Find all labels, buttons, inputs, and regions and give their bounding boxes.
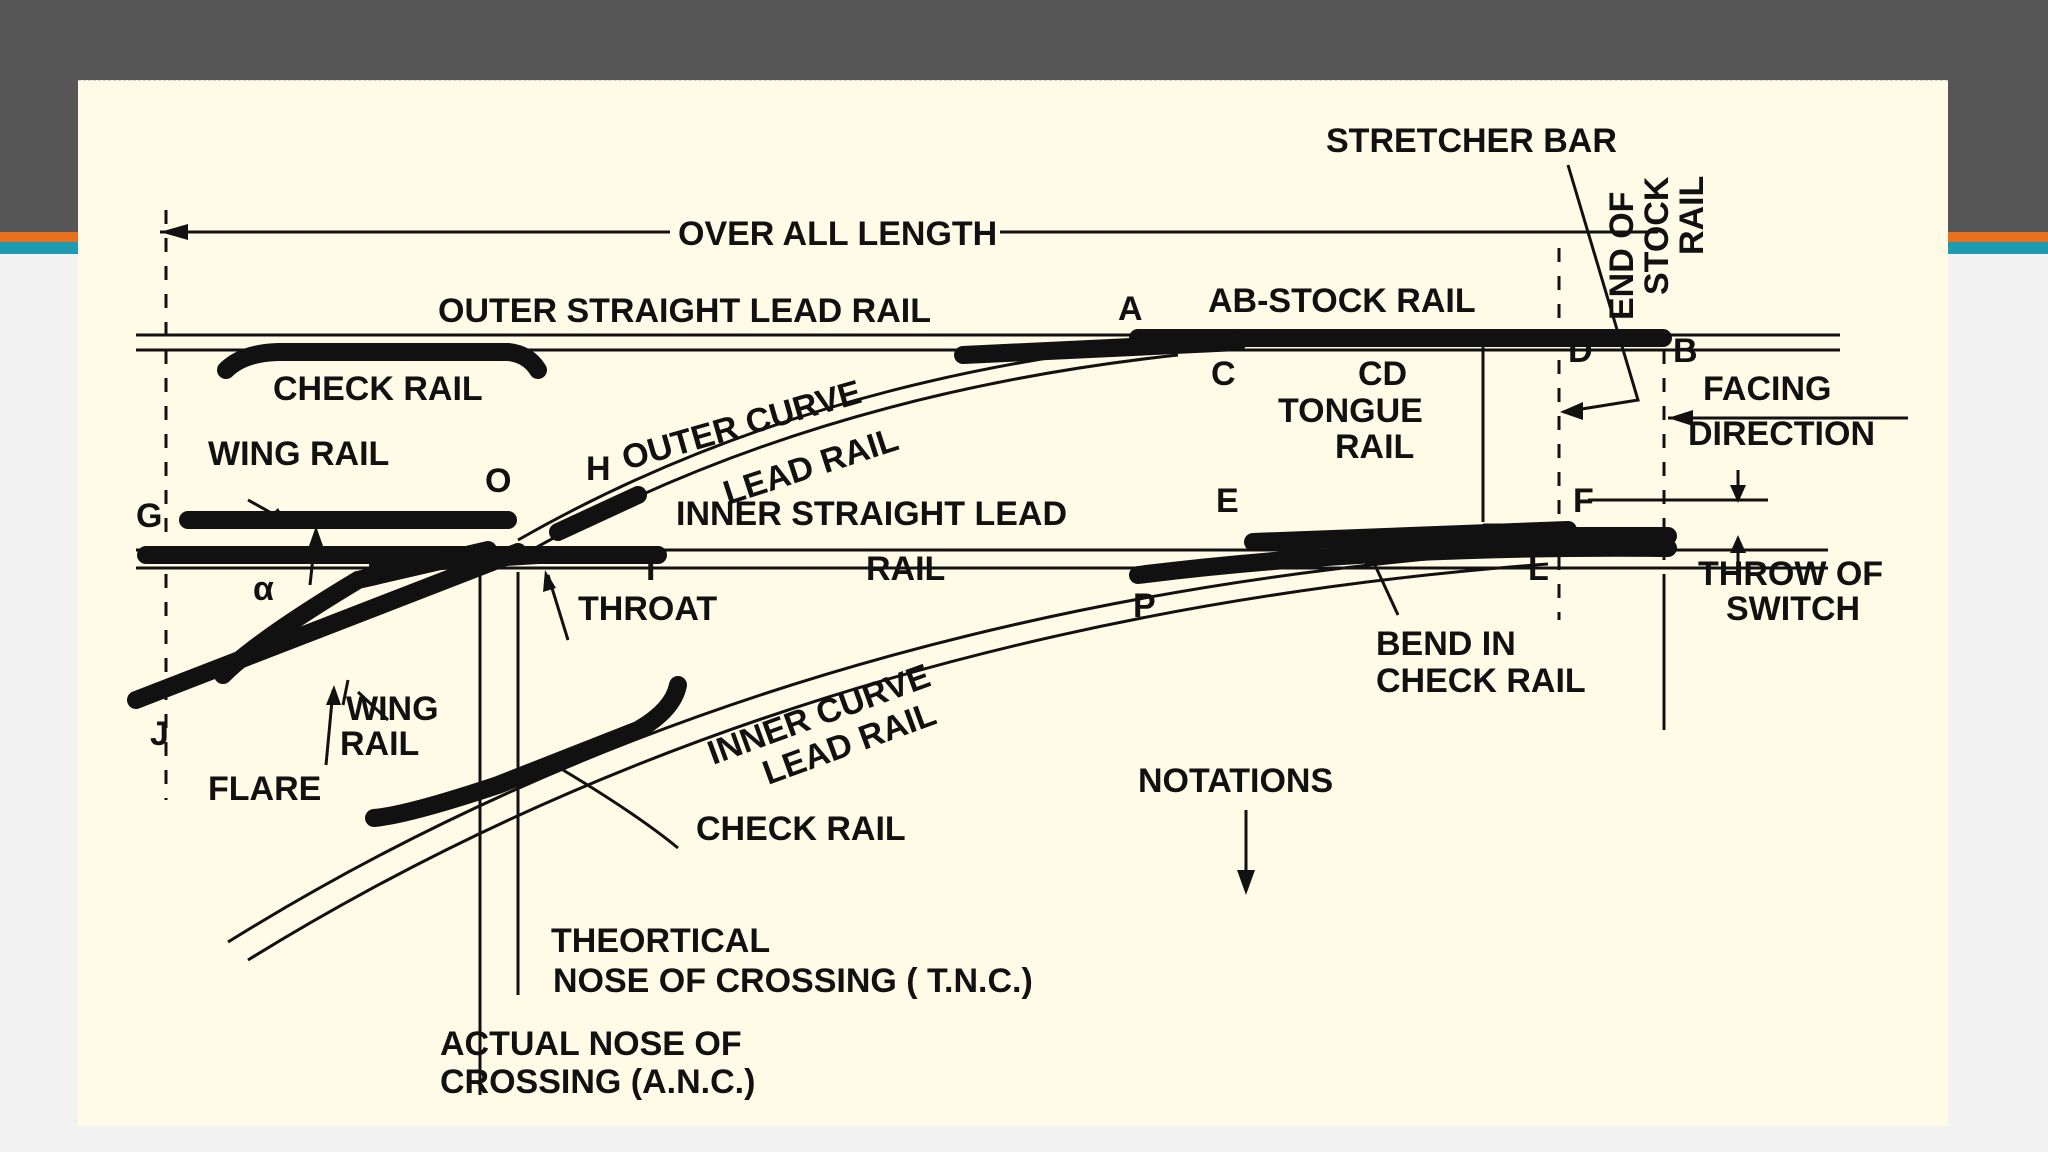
label-wing-rail-left: WING RAIL [208, 435, 389, 473]
label-point-d: D [1568, 332, 1593, 370]
label-cd: CD [1358, 355, 1407, 393]
label-switch: SWITCH [1726, 590, 1860, 628]
label-alpha: α [253, 570, 274, 608]
label-wing-rail: RAIL [340, 725, 419, 763]
label-facing: FACING [1703, 370, 1831, 408]
label-point-l: L [1528, 550, 1549, 588]
switch-verticals [1481, 248, 1768, 730]
label-anc: CROSSING (A.N.C.) [440, 1063, 755, 1101]
label-stock: STOCK [1638, 176, 1676, 295]
label-point-f: F [1573, 482, 1594, 520]
label-end-of: END OF [1603, 192, 1641, 320]
label-point-b: B [1673, 332, 1698, 370]
label-ab-stock-rail: AB-STOCK RAIL [1208, 282, 1476, 320]
check-rails [217, 343, 687, 827]
leader-lines [247, 498, 1400, 1095]
label-point-g: G [136, 497, 162, 535]
overall-length-dimension [160, 208, 1658, 800]
accent-stripe-left [0, 232, 80, 254]
label-point-a: A [1118, 290, 1143, 328]
label-rail-stock: RAIL [1673, 176, 1711, 255]
label-tnc: NOSE OF CROSSING ( T.N.C.) [553, 962, 1033, 1000]
label-point-h: H [586, 450, 611, 488]
accent-stripe-right [1948, 232, 2048, 254]
label-point-j: J [150, 715, 169, 753]
facing-direction-arrow [1668, 410, 1908, 426]
stretcher-bar-pointer [1560, 164, 1640, 420]
label-check-rail-bottom: CHECK RAIL [696, 810, 906, 848]
label-actual-nose: ACTUAL NOSE OF [440, 1025, 742, 1063]
label-overall-length: OVER ALL LENGTH [678, 215, 997, 253]
label-stretcher-bar: STRETCHER BAR [1326, 122, 1617, 160]
label-point-o: O [485, 462, 511, 500]
label-throw-of: THROW OF [1698, 555, 1883, 593]
label-end-of-stock-rail: END OF STOCK RAIL [1603, 176, 1711, 320]
label-point-e: E [1216, 482, 1239, 520]
throw-of-switch-arrows [1730, 470, 1746, 565]
label-point-p: P [1133, 587, 1156, 625]
label-check-rail-bend: CHECK RAIL [1376, 662, 1586, 700]
inner-curve-lead-rail [227, 538, 1677, 962]
label-tongue-rail: RAIL [1335, 428, 1414, 466]
label-point-c: C [1211, 355, 1236, 393]
label-point-i: I [646, 550, 655, 588]
label-theortical: THEORTICAL [551, 922, 770, 960]
label-outer-straight-lead-rail: OUTER STRAIGHT LEAD RAIL [438, 292, 931, 330]
outer-curve-lead-rail [517, 333, 1247, 554]
label-inner-rail: RAIL [866, 550, 945, 588]
label-wing: WING [346, 690, 439, 728]
label-bend-in: BEND IN [1376, 625, 1516, 663]
crossing-assembly [127, 511, 547, 709]
label-throat: THROAT [578, 590, 717, 628]
label-check-rail-top: CHECK RAIL [273, 370, 483, 408]
turnout-diagram: STRETCHER BAR END OF STOCK RAIL OVER ALL… [127, 122, 1908, 1101]
label-notations: NOTATIONS [1138, 762, 1333, 800]
label-flare: FLARE [208, 770, 321, 808]
label-direction: DIRECTION [1688, 415, 1875, 453]
label-tongue: TONGUE [1278, 392, 1423, 430]
label-inner-straight-lead: INNER STRAIGHT LEAD [676, 495, 1067, 533]
